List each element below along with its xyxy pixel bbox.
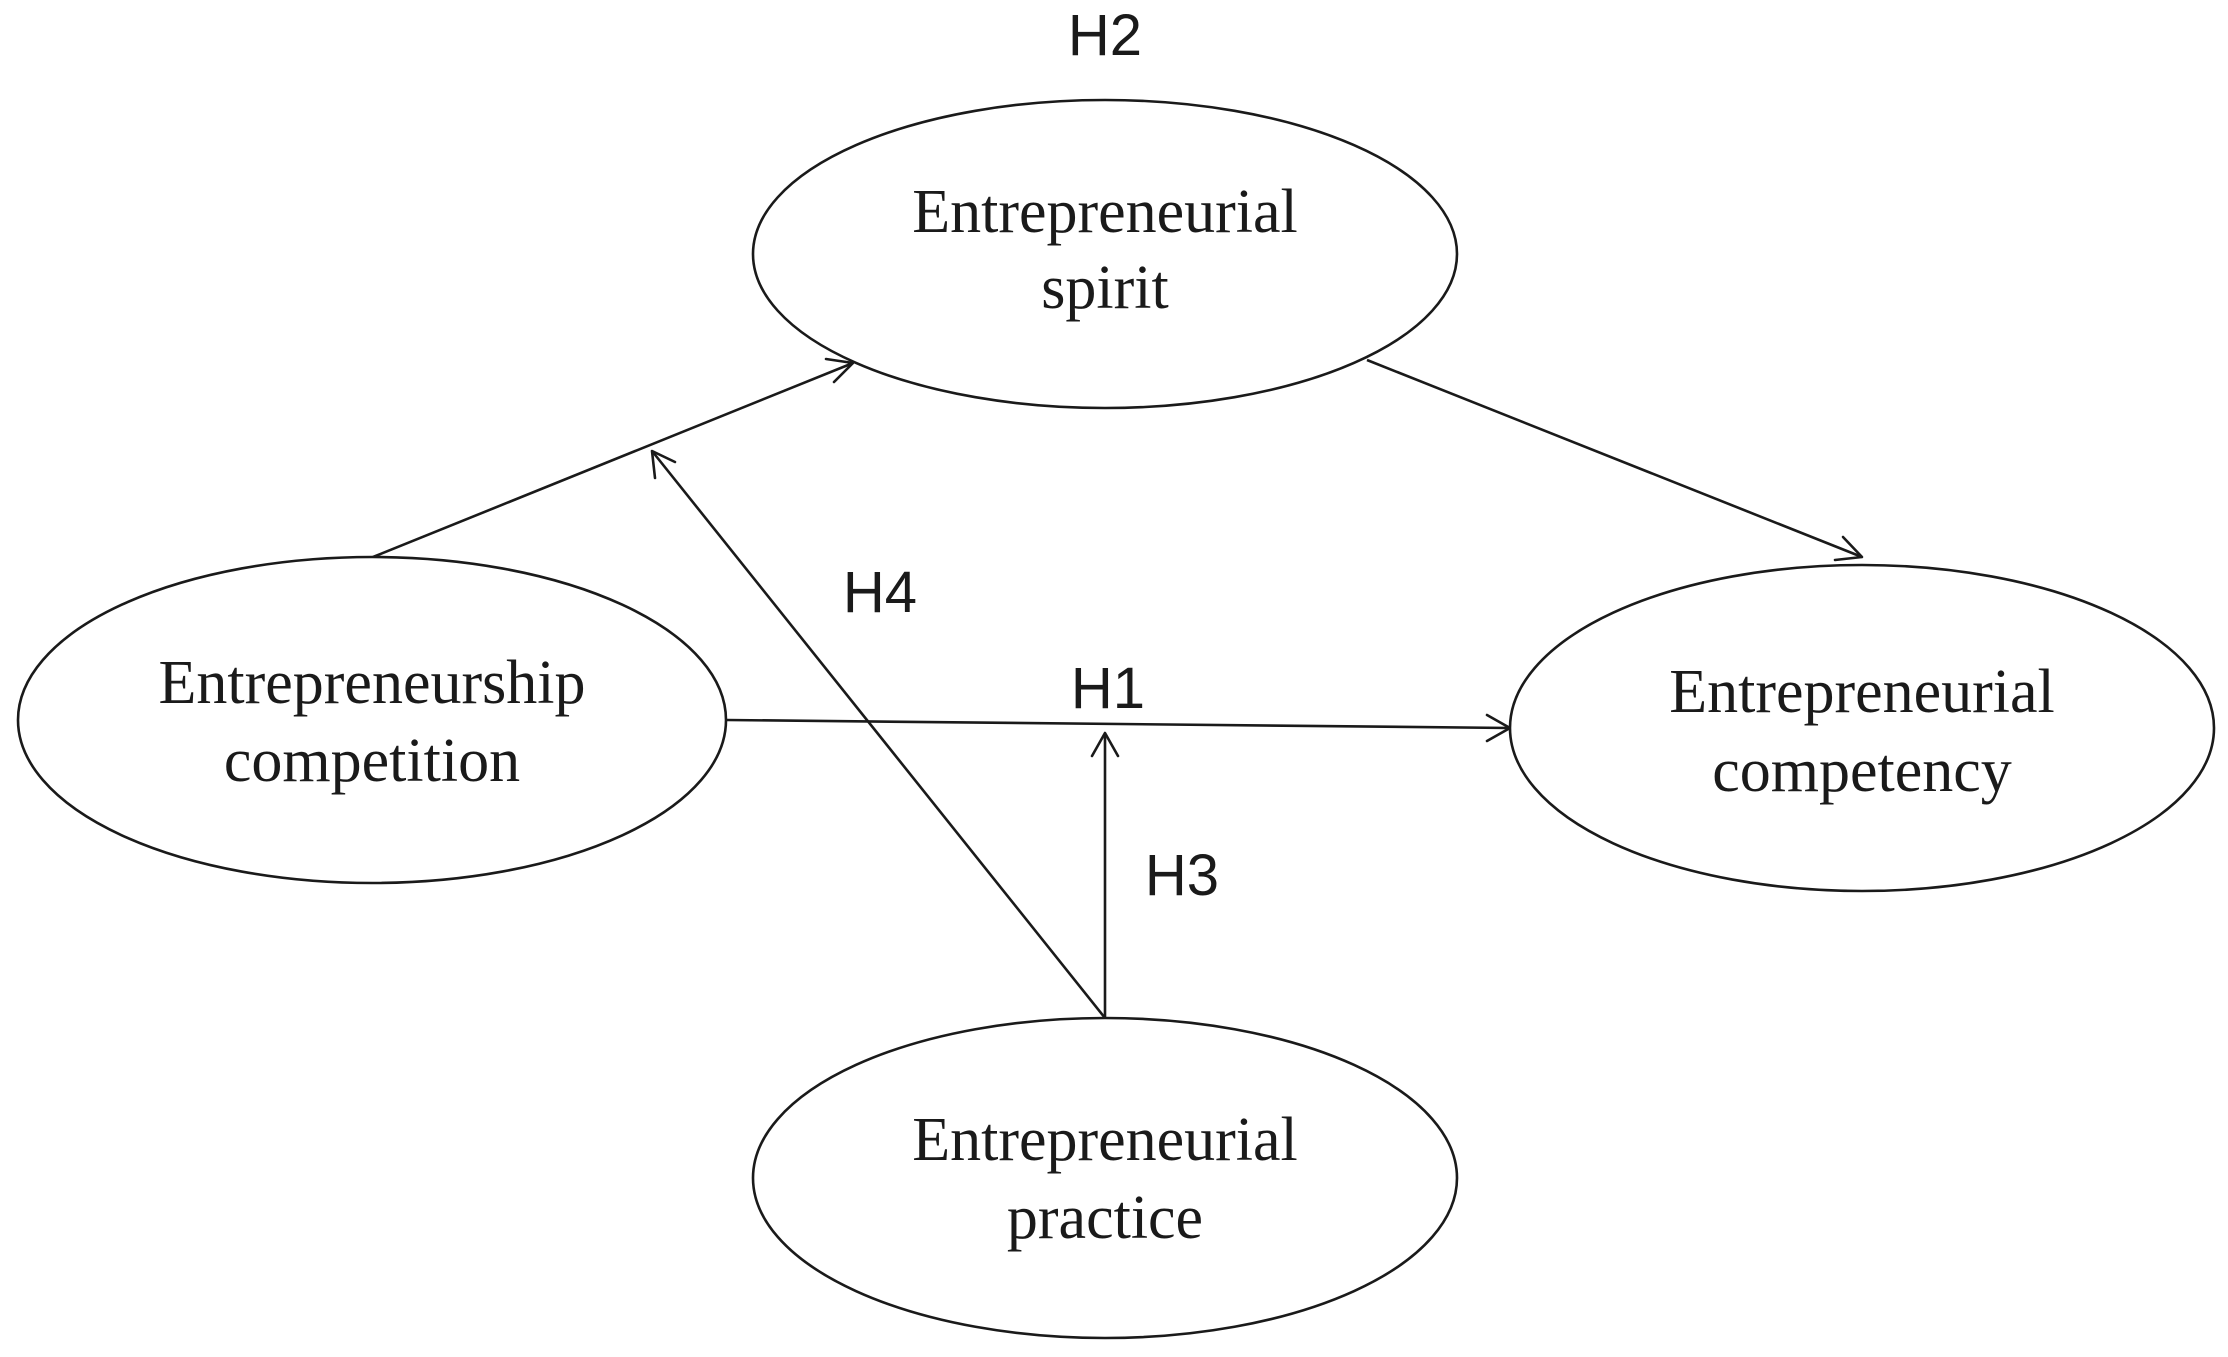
node-practice-line1: Entrepreneurial <box>912 1106 1298 1174</box>
node-competency-line2: competency <box>1712 737 2012 805</box>
label-h4: H4 <box>843 560 917 625</box>
label-h2: H2 <box>1068 3 1142 68</box>
node-spirit-line2: spirit <box>1041 254 1168 322</box>
label-h1: H1 <box>1071 656 1145 721</box>
node-entrepreneurial-spirit: Entrepreneurial spirit <box>751 98 1459 410</box>
node-entrepreneurship-competition: Entrepreneurship competition <box>16 555 728 885</box>
edge-practice-moderates-h2 <box>650 449 1107 1019</box>
edge-spirit-to-competency <box>1366 358 1864 562</box>
node-spirit-line1: Entrepreneurial <box>912 178 1298 246</box>
node-competition-line1: Entrepreneurship <box>159 649 586 717</box>
edge-practice-moderates-h1 <box>1090 731 1120 1018</box>
edge-competition-to-spirit <box>372 357 855 559</box>
node-entrepreneurial-competency: Entrepreneurial competency <box>1508 563 2216 893</box>
node-competition-line2: competition <box>224 727 520 795</box>
node-practice-line2: practice <box>1007 1184 1203 1252</box>
label-h3: H3 <box>1145 843 1219 908</box>
node-competency-line1: Entrepreneurial <box>1669 658 2055 726</box>
node-entrepreneurial-practice: Entrepreneurial practice <box>751 1016 1459 1340</box>
